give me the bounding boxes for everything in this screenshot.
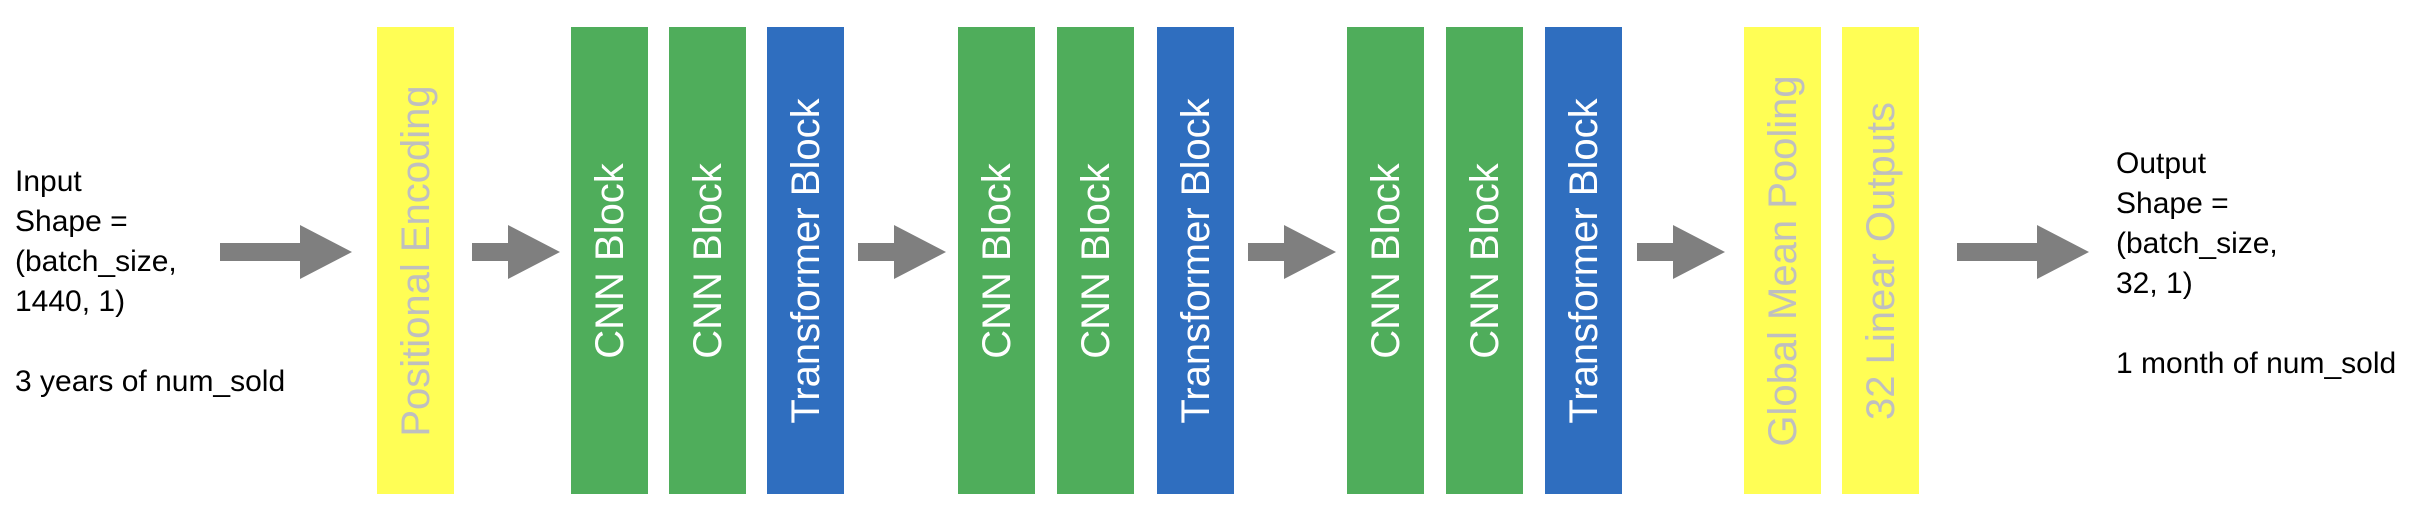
input-data-description: 3 years of num_sold: [15, 365, 286, 398]
transformer-block-1: Transformer Block: [767, 27, 844, 494]
cnn-block-2b: CNN Block: [1057, 27, 1134, 494]
input-shape-value-2: 1440, 1): [15, 285, 126, 318]
positional-encoding-block: Positional Encoding: [377, 27, 454, 494]
output-shape-value-1: (batch_size,: [2116, 227, 2278, 260]
transformer-block-3: Transformer Block: [1545, 27, 1622, 494]
output-shape-label: Shape =: [2116, 187, 2229, 220]
transformer-block-2-label: Transformer Block: [1173, 97, 1218, 424]
input-shape-label: Shape =: [15, 205, 128, 238]
positional-encoding-label: Positional Encoding: [393, 84, 438, 437]
cnn-block-3b: CNN Block: [1446, 27, 1523, 494]
arrow-linear-to-output: [1957, 225, 2089, 279]
global-mean-pooling-label: Global Mean Pooling: [1760, 74, 1805, 447]
arrow-input-to-encoding: [220, 225, 352, 279]
transformer-block-1-label: Transformer Block: [783, 97, 828, 424]
cnn-block-1b-label: CNN Block: [685, 162, 730, 359]
output-data-description: 1 month of num_sold: [2116, 347, 2397, 380]
arrow-group1-to-group2: [858, 225, 946, 279]
output-shape-value-2: 32, 1): [2116, 267, 2193, 300]
transformer-block-2: Transformer Block: [1157, 27, 1234, 494]
input-description: Input Shape = (batch_size, 1440, 1) 3 ye…: [15, 162, 285, 402]
arrow-encoding-to-group1: [472, 225, 560, 279]
cnn-block-3b-label: CNN Block: [1462, 162, 1507, 359]
global-mean-pooling-block: Global Mean Pooling: [1744, 27, 1821, 494]
cnn-block-2b-label: CNN Block: [1073, 162, 1118, 359]
input-shape-value-1: (batch_size,: [15, 245, 177, 278]
cnn-block-2a-label: CNN Block: [974, 162, 1019, 359]
arrow-group2-to-group3: [1248, 225, 1336, 279]
cnn-block-1b: CNN Block: [669, 27, 746, 494]
input-label: Input: [15, 165, 82, 198]
cnn-block-3a: CNN Block: [1347, 27, 1424, 494]
output-description: Output Shape = (batch_size, 32, 1) 1 mon…: [2116, 144, 2396, 384]
transformer-block-3-label: Transformer Block: [1561, 97, 1606, 424]
cnn-block-1a-label: CNN Block: [587, 162, 632, 359]
cnn-block-1a: CNN Block: [571, 27, 648, 494]
output-label: Output: [2116, 147, 2207, 180]
arrow-group3-to-pooling: [1637, 225, 1725, 279]
cnn-block-2a: CNN Block: [958, 27, 1035, 494]
cnn-block-3a-label: CNN Block: [1363, 162, 1408, 359]
linear-outputs-block: 32 Linear Outputs: [1842, 27, 1919, 494]
linear-outputs-label: 32 Linear Outputs: [1858, 101, 1903, 420]
